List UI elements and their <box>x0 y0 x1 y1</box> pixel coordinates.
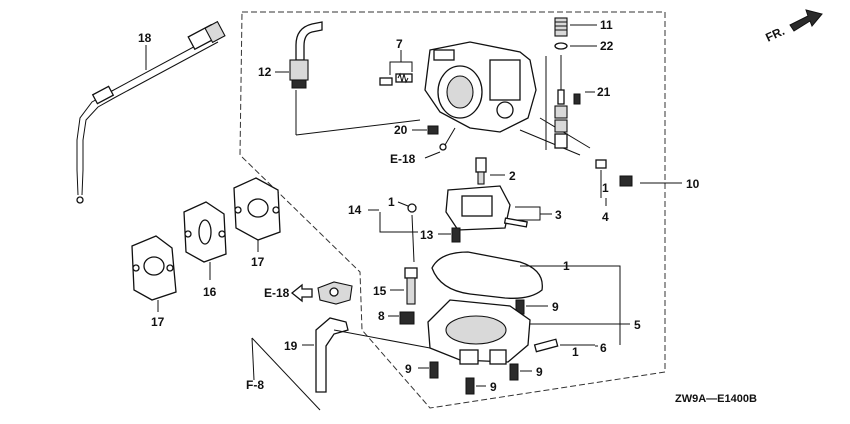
part-float-pin <box>407 203 417 263</box>
part-screw-9b <box>429 361 439 379</box>
callout-9d: 9 <box>490 380 497 394</box>
part-float-valve <box>475 157 487 185</box>
callout-7: 7 <box>396 37 403 51</box>
direction-label: FR. <box>763 24 786 45</box>
part-drain-set-6 <box>533 338 559 353</box>
front-direction-indicator: FR. <box>763 9 823 45</box>
callout-17a: 17 <box>151 315 165 329</box>
part-plug-8 <box>399 311 415 325</box>
assembly-boundary-10 <box>239 11 666 409</box>
callout-21: 21 <box>597 85 611 99</box>
ref-e18-left: E-18 <box>264 286 290 300</box>
callout-1a: 1 <box>602 181 609 195</box>
ref-f8: F-8 <box>246 378 264 392</box>
part-drain-screw <box>595 159 633 187</box>
callout-17b: 17 <box>251 255 265 269</box>
callout-20: 20 <box>394 123 408 137</box>
callout-12: 12 <box>258 65 272 79</box>
part-gasket-17-left <box>131 235 177 301</box>
callout-5: 5 <box>634 318 641 332</box>
callout-2: 2 <box>509 169 516 183</box>
callout-6: 6 <box>600 341 607 355</box>
arrow-left-icon <box>290 283 313 303</box>
callout-9b: 9 <box>405 362 412 376</box>
part-float-chamber <box>427 299 531 365</box>
callout-1c: 1 <box>563 259 570 273</box>
callout-22: 22 <box>600 39 614 53</box>
ref-e18-top: E-18 <box>390 152 416 166</box>
callout-3: 3 <box>555 208 562 222</box>
part-main-jet <box>404 267 418 305</box>
callout-8: 8 <box>378 309 385 323</box>
callout-1d: 1 <box>572 345 579 359</box>
part-screw-13 <box>451 227 461 243</box>
part-fuel-elbow <box>289 21 421 136</box>
direction-arrow-icon <box>789 9 823 32</box>
drawing-code: ZW9A—E1400B <box>675 393 757 405</box>
callout-15: 15 <box>373 284 387 298</box>
part-bracket-e18 <box>317 281 353 305</box>
part-float <box>445 185 528 231</box>
part-screw-20 <box>427 125 439 135</box>
callout-1b: 1 <box>388 195 395 209</box>
part-drain-tube <box>315 317 349 393</box>
part-gasket-17-right <box>233 177 281 241</box>
callout-14: 14 <box>348 203 362 217</box>
part-insulator-16 <box>183 201 227 263</box>
callout-13: 13 <box>420 228 434 242</box>
callout-9c: 9 <box>536 365 543 379</box>
callout-19: 19 <box>284 339 298 353</box>
callout-9a: 9 <box>552 300 559 314</box>
part-screw-9c <box>509 363 519 381</box>
callout-18: 18 <box>138 31 152 45</box>
part-pilot-screw-set <box>379 72 413 86</box>
callout-10: 10 <box>686 177 700 191</box>
part-jet-stack <box>554 17 581 149</box>
callout-16: 16 <box>203 285 217 299</box>
part-throttle-cable <box>76 20 226 204</box>
part-carburetor-body <box>424 41 591 156</box>
callout-11: 11 <box>600 18 613 32</box>
part-float-chamber-gasket <box>431 251 543 299</box>
part-screw-9d <box>465 377 475 395</box>
callout-4: 4 <box>602 210 609 224</box>
